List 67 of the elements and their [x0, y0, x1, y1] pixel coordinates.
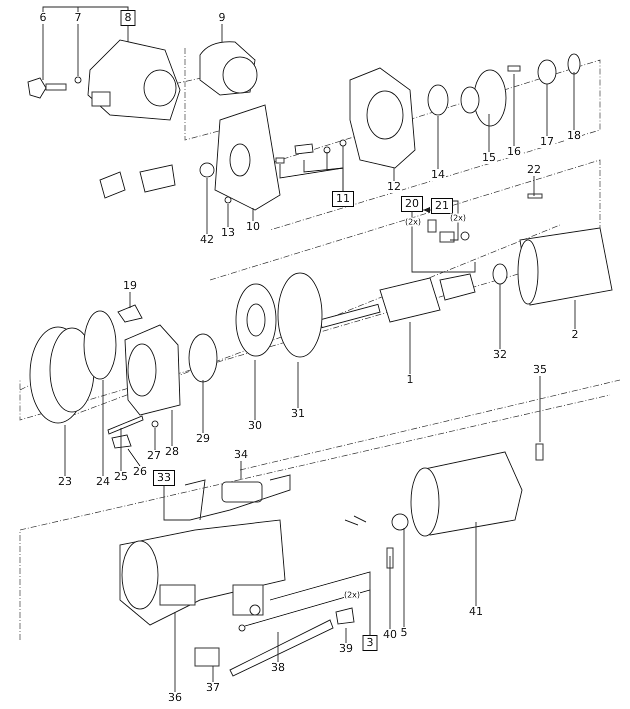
callout-number: 23	[57, 476, 73, 488]
callout-number: 42	[199, 234, 215, 246]
kit-number: 3	[362, 635, 378, 651]
leader-line	[128, 448, 140, 466]
leader-line	[252, 208, 254, 222]
callout-number: 13	[220, 227, 236, 239]
callout-number: 5	[400, 627, 408, 639]
leader-line	[212, 666, 214, 682]
callout-number: 27	[146, 450, 162, 462]
leader-line	[102, 380, 104, 476]
callout-number: 1	[406, 374, 414, 386]
leader-line	[64, 424, 66, 476]
leader-line	[254, 360, 256, 420]
kit-number: 33	[153, 470, 175, 486]
callout-number: 2	[570, 329, 580, 341]
leader-line	[546, 84, 548, 136]
leader-line	[574, 300, 576, 330]
leader-line	[412, 212, 476, 272]
leader-line	[78, 6, 128, 12]
leader-line	[154, 428, 156, 450]
leader-line	[164, 486, 190, 520]
callout-number: 9	[218, 12, 226, 24]
leader-line	[120, 428, 122, 472]
callout-number: 38	[270, 662, 286, 674]
leader-line	[450, 200, 458, 240]
callout-number: 35	[532, 364, 548, 376]
callout-number: 7	[74, 12, 82, 24]
callout-number: 29	[195, 433, 211, 445]
kit-number: 20	[401, 196, 423, 212]
callout-number: 18	[566, 130, 582, 142]
callout-number: 6	[38, 12, 48, 24]
callout-number: 15	[481, 152, 497, 164]
callout-number: 40	[382, 629, 398, 641]
arrow	[422, 207, 432, 213]
quantity-note: (2x)	[404, 218, 422, 226]
callout-number: 12	[386, 181, 402, 193]
leader-line	[488, 114, 490, 152]
callout-number: 36	[167, 692, 183, 704]
kit-number: 8	[120, 10, 136, 26]
quantity-note: (2x)	[344, 590, 360, 600]
leader-line	[326, 152, 344, 192]
callout-number: 39	[338, 643, 354, 655]
callout-number: 34	[233, 449, 249, 461]
callout-number: 17	[539, 136, 555, 148]
leader-line	[206, 178, 208, 234]
leader-line	[244, 589, 370, 636]
leader-line	[202, 380, 204, 434]
callout-number: 25	[113, 471, 129, 483]
callout-number: 32	[492, 349, 508, 361]
callout-number: 22	[526, 164, 542, 176]
callout-number: 14	[430, 169, 446, 181]
kit-number: 21	[431, 198, 453, 214]
callout-number: 31	[290, 408, 306, 420]
callout-number: 24	[95, 476, 111, 488]
callout-number: 19	[122, 280, 138, 292]
callout-number: 26	[132, 466, 148, 478]
quantity-note: (2x)	[450, 214, 466, 222]
callout-number: 16	[506, 146, 522, 158]
callout-number: 10	[245, 221, 261, 233]
callout-number: 30	[247, 420, 263, 432]
callout-number: 37	[205, 682, 221, 694]
leader-line	[240, 460, 242, 480]
leader-line	[42, 24, 44, 80]
callout-number: 28	[164, 446, 180, 458]
leader-line	[174, 612, 176, 692]
callout-number: 41	[468, 606, 484, 618]
kit-number: 11	[332, 191, 354, 207]
